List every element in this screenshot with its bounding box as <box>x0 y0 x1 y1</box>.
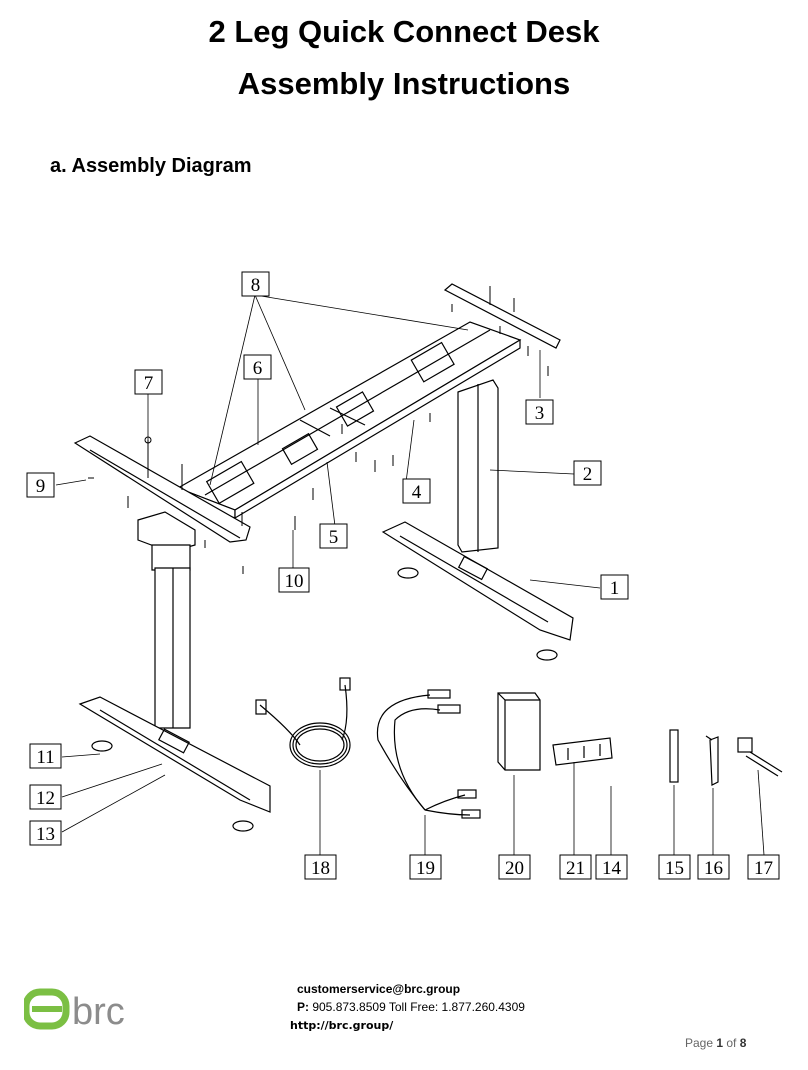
label-11: 11 <box>29 743 62 769</box>
y-cable <box>376 689 481 819</box>
label-13-text: 13 <box>36 824 55 845</box>
page-number: Page 1 of 8 <box>685 1036 746 1050</box>
right-foot <box>381 521 574 661</box>
label-10: 10 <box>278 567 310 593</box>
left-leg <box>137 511 196 729</box>
assembly-diagram: 8 6 7 3 2 9 4 5 10 1 11 12 13 18 19 20 2… <box>26 271 783 880</box>
control-box <box>497 692 541 771</box>
label-13: 13 <box>29 820 62 846</box>
label-12-text: 12 <box>36 788 55 809</box>
label-5: 5 <box>319 523 348 549</box>
page-current: 1 <box>716 1036 724 1050</box>
label-9-text: 9 <box>36 476 46 497</box>
label-4-text: 4 <box>412 482 422 503</box>
page-of: of <box>723 1036 740 1050</box>
label-6-text: 6 <box>253 358 263 379</box>
contact-block: customerservice@brc.group P: 905.873.850… <box>297 980 525 1016</box>
phone-numbers: 905.873.8509 Toll Free: 1.877.260.4309 <box>309 1000 525 1014</box>
label-18: 18 <box>304 854 337 880</box>
phone-label: P: <box>297 1000 309 1014</box>
label-19-text: 19 <box>416 858 435 879</box>
label-5-text: 5 <box>329 527 339 548</box>
label-9: 9 <box>26 472 55 498</box>
label-3-text: 3 <box>535 403 545 424</box>
label-8-text: 8 <box>251 275 261 296</box>
part-labels: 8 6 7 3 2 9 4 5 10 1 11 12 13 18 19 20 2… <box>26 271 780 880</box>
label-17: 17 <box>747 854 780 880</box>
leader-lines <box>55 294 765 856</box>
label-2: 2 <box>573 460 602 486</box>
label-20: 20 <box>498 854 531 880</box>
label-7: 7 <box>134 369 163 395</box>
label-19: 19 <box>409 854 442 880</box>
label-11-text: 11 <box>36 747 54 768</box>
contact-email[interactable]: customerservice@brc.group <box>297 982 461 996</box>
website-link[interactable]: http://brc.group/ <box>290 1019 394 1032</box>
top-bracket-left <box>73 435 251 543</box>
label-7-text: 7 <box>144 373 154 394</box>
contact-phone: P: 905.873.8509 Toll Free: 1.877.260.430… <box>297 998 525 1016</box>
label-16: 16 <box>697 854 730 880</box>
label-10-text: 10 <box>285 571 304 592</box>
document-title-line2: Assembly Instructions <box>237 66 571 101</box>
label-17-text: 17 <box>754 858 773 879</box>
left-foot <box>78 696 271 832</box>
label-2-text: 2 <box>583 464 593 485</box>
label-16-text: 16 <box>704 858 723 879</box>
label-12: 12 <box>29 784 62 810</box>
label-3: 3 <box>525 399 554 425</box>
document-title-line1: 2 Leg Quick Connect Desk <box>208 14 600 49</box>
label-21-text: 21 <box>566 858 585 879</box>
label-6: 6 <box>243 354 272 380</box>
page-total: 8 <box>739 1036 747 1050</box>
label-8: 8 <box>241 271 270 297</box>
label-4: 4 <box>402 478 431 504</box>
label-20-text: 20 <box>505 858 524 879</box>
label-1: 1 <box>600 574 629 600</box>
label-21: 21 <box>559 854 592 880</box>
label-14: 14 <box>595 854 628 880</box>
crossbar-frame <box>176 321 522 520</box>
label-15-text: 15 <box>665 858 684 879</box>
label-18-text: 18 <box>311 858 330 879</box>
brc-logo: brc <box>24 988 125 1033</box>
label-15: 15 <box>658 854 691 880</box>
logo-text: brc <box>72 991 125 1033</box>
top-bracket-right <box>443 283 561 349</box>
screws <box>88 286 549 574</box>
handset-control <box>552 737 613 766</box>
tools <box>669 729 783 786</box>
label-14-text: 14 <box>602 858 622 879</box>
page-label: Page <box>685 1036 717 1050</box>
right-leg <box>457 379 499 553</box>
section-heading: a. Assembly Diagram <box>50 155 252 177</box>
power-cable <box>255 677 351 768</box>
label-1-text: 1 <box>610 578 620 599</box>
